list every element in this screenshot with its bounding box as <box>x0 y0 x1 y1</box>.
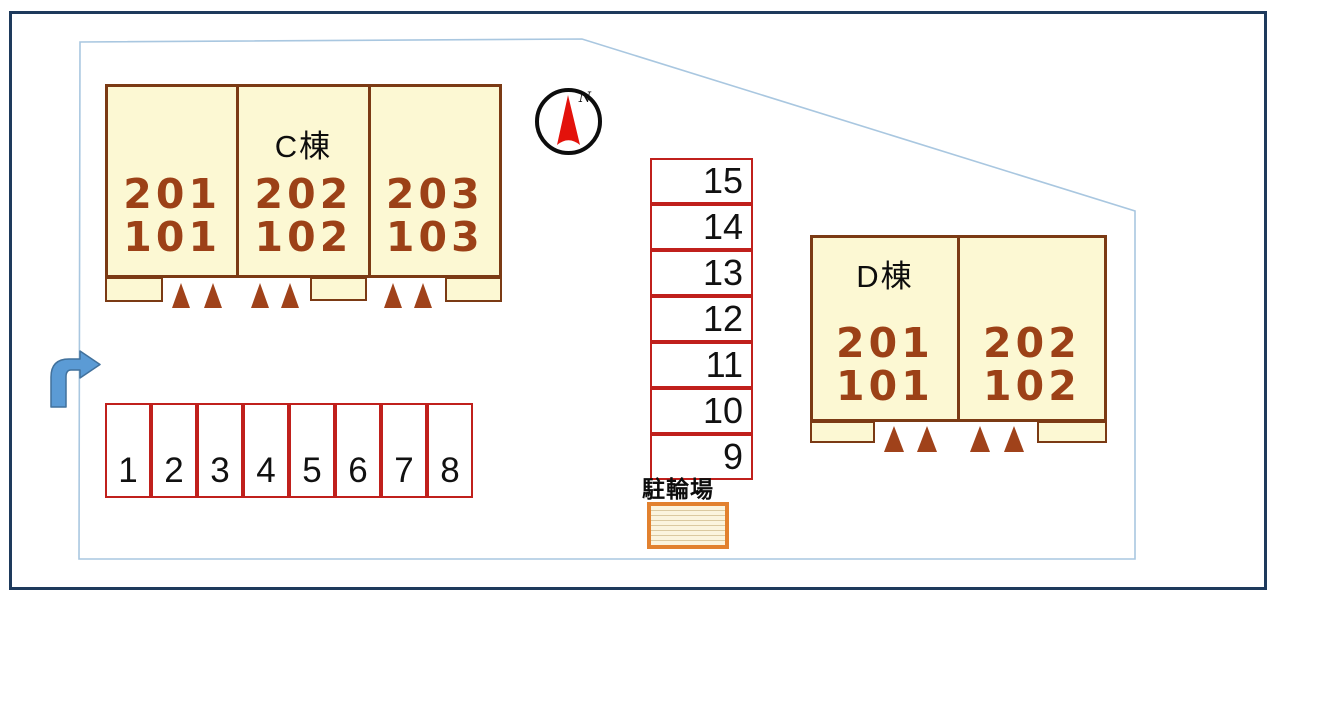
unit-number-lower: 101 <box>123 212 222 261</box>
unit-number-upper: 202 <box>254 169 353 218</box>
parking-space-12: 12 <box>650 296 753 342</box>
building-c-cell-2: C棟 202 102 <box>236 87 367 275</box>
building-c-unit-3: 203 103 <box>371 169 499 261</box>
unit-number-upper: 202 <box>983 318 1081 367</box>
tree-icon <box>414 283 432 308</box>
parking-space-14: 14 <box>650 204 753 250</box>
tree-icon <box>917 426 937 452</box>
parking-space-15: 15 <box>650 158 753 204</box>
building-d: D棟 201 101 202 102 <box>810 235 1107 422</box>
building-d-cell-1: D棟 201 101 <box>813 238 957 419</box>
entrance-porch <box>445 277 502 302</box>
building-c-unit-1: 201 101 <box>108 169 236 261</box>
building-c-cell-3: 203 103 <box>367 87 499 275</box>
entrance-porch <box>105 277 163 302</box>
unit-number-upper: 203 <box>385 169 484 218</box>
compass: N <box>533 86 604 157</box>
bicycle-parking-label: 駐輪場 <box>642 476 714 502</box>
parking-column: 15 14 13 12 11 10 9 <box>650 158 753 480</box>
tree-icon <box>204 283 222 308</box>
parking-row: 1 2 3 4 5 6 7 8 <box>105 403 473 498</box>
tree-icon <box>884 426 904 452</box>
parking-space-10: 10 <box>650 388 753 434</box>
entrance-porch <box>810 421 875 443</box>
unit-number-upper: 201 <box>836 318 934 367</box>
bicycle-parking-area <box>647 502 729 549</box>
building-d-cell-2: 202 102 <box>957 238 1104 419</box>
building-c-label: C棟 <box>274 129 333 164</box>
parking-space-6: 6 <box>335 403 381 498</box>
parking-space-11: 11 <box>650 342 753 388</box>
tree-icon <box>384 283 402 308</box>
unit-number-lower: 102 <box>983 361 1081 410</box>
unit-number-upper: 201 <box>123 169 222 218</box>
tree-icon <box>281 283 299 308</box>
parking-space-9: 9 <box>650 434 753 480</box>
tree-icon <box>172 283 190 308</box>
parking-space-13: 13 <box>650 250 753 296</box>
building-c-unit-2: 202 102 <box>239 169 367 261</box>
parking-space-8: 8 <box>427 403 473 498</box>
building-d-unit-2: 202 102 <box>960 318 1104 410</box>
entrance-porch <box>1037 421 1107 443</box>
plan-frame <box>9 11 1267 590</box>
unit-number-lower: 103 <box>385 212 484 261</box>
parking-space-3: 3 <box>197 403 243 498</box>
compass-north-label: N <box>578 90 591 106</box>
tree-icon <box>251 283 269 308</box>
parking-space-5: 5 <box>289 403 335 498</box>
building-d-label: D棟 <box>856 259 914 294</box>
compass-needle-icon <box>535 88 602 155</box>
tree-icon <box>1004 426 1024 452</box>
building-c: 201 101 C棟 202 102 203 103 <box>105 84 502 278</box>
parking-space-1: 1 <box>105 403 151 498</box>
tree-icon <box>970 426 990 452</box>
building-c-cell-1: 201 101 <box>108 87 236 275</box>
parking-space-2: 2 <box>151 403 197 498</box>
unit-number-lower: 101 <box>836 361 934 410</box>
entrance-porch <box>310 277 367 301</box>
unit-number-lower: 102 <box>254 212 353 261</box>
building-d-unit-1: 201 101 <box>813 318 957 410</box>
parking-space-4: 4 <box>243 403 289 498</box>
entrance-arrow-icon <box>50 350 101 408</box>
parking-space-7: 7 <box>381 403 427 498</box>
